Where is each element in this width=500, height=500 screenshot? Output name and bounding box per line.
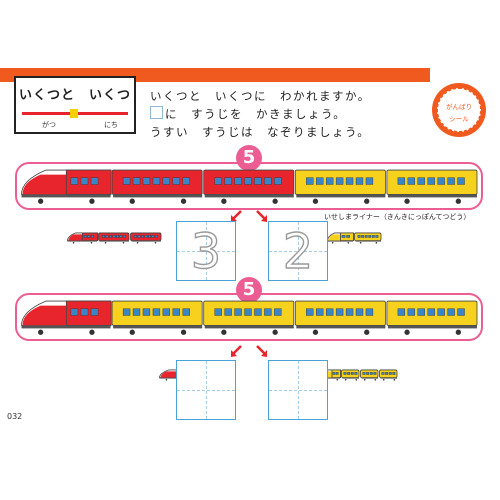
title-mark [70, 109, 78, 118]
train-car [294, 169, 386, 204]
page-title: いくつと いくつ [18, 88, 131, 103]
instruction-line-2: に すうじを かきましょう。 [165, 107, 347, 121]
sticker-badge: がんばり シール [432, 83, 486, 137]
train-caption: いせしまライナー（きんきにっぽんてつどう） [324, 213, 471, 221]
arrow-right-icon [256, 345, 267, 357]
problem-2-right-train [323, 369, 398, 381]
page-number: 032 [7, 412, 23, 421]
answer-box-icon [150, 106, 163, 119]
train-car [360, 369, 379, 381]
train-car [203, 169, 295, 204]
problem-1-left-train [67, 232, 162, 244]
arrow-right-icon [256, 210, 267, 222]
train-car [386, 300, 478, 335]
arrow-left-icon [231, 345, 242, 357]
day-label: にち [104, 121, 118, 129]
sticker-text-bottom: シール [449, 115, 469, 123]
problem-1-train [21, 169, 478, 204]
train-car [21, 300, 112, 335]
instruction-line-2-wrap: に すうじを かきましょう。 [150, 106, 346, 122]
problem-1-right-answer-box[interactable]: 2 [268, 221, 328, 281]
sticker-inner: がんばり シール [437, 88, 481, 132]
problem-1-right-train [327, 232, 382, 244]
train-car [98, 232, 130, 244]
problem-1-right-answer: 2 [282, 223, 314, 280]
train-car [130, 232, 162, 244]
instruction-line-3: うすい すうじは なぞりましょう。 [150, 125, 371, 139]
train-car [21, 169, 112, 204]
problem-1-total: 5 [236, 145, 262, 171]
title-box: いくつと いくつ がつ にち [14, 76, 136, 134]
problem-2-train [21, 300, 478, 335]
train-car [111, 300, 203, 335]
train-car [111, 169, 203, 204]
train-car [379, 369, 398, 381]
sticker-text-top: がんばり [446, 103, 472, 111]
instruction-line-1: いくつと いくつに わかれますか。 [150, 89, 371, 103]
train-car [67, 232, 98, 244]
train-car [327, 232, 354, 244]
problem-2-left-answer-box[interactable] [176, 360, 236, 420]
problem-2-right-answer-box[interactable] [268, 360, 328, 420]
problem-2-total: 5 [236, 277, 262, 303]
train-car [294, 300, 386, 335]
problem-1-left-answer-box[interactable]: 3 [176, 221, 236, 281]
month-label: がつ [42, 121, 56, 129]
problem-1-left-answer: 3 [190, 223, 222, 280]
train-car [386, 169, 478, 204]
arrow-left-icon [231, 210, 242, 222]
train-car [203, 300, 295, 335]
train-car [354, 232, 382, 244]
train-car [341, 369, 360, 381]
